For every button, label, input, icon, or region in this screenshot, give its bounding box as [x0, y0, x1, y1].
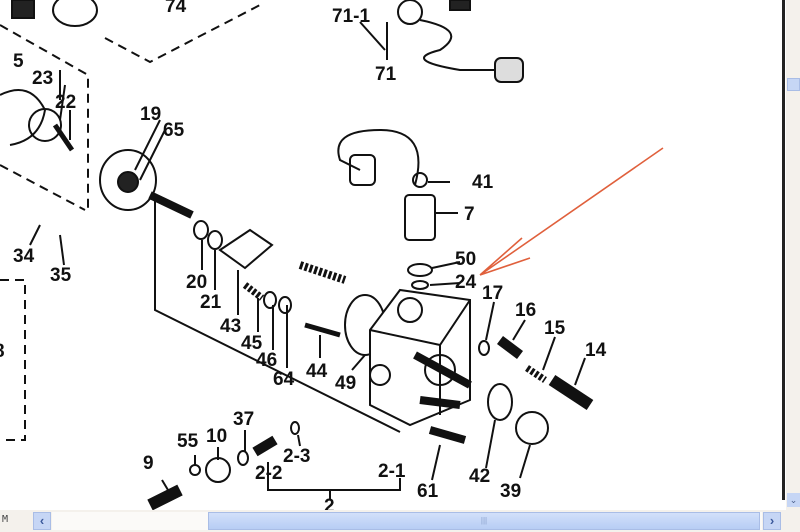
dashed-outline-top [104, 4, 261, 64]
frame-divider [782, 0, 785, 500]
parts-diagram-canvas: 74 71-1 71 5 23 22 19 65 41 7 50 24 17 1… [0, 0, 664, 517]
callout-42: 42 [469, 466, 490, 487]
horizontal-scrollbar-area: M ‹ ||| › [0, 510, 800, 532]
callout-35: 35 [50, 265, 72, 286]
callout-44: 44 [306, 361, 328, 382]
scroll-down-button[interactable]: ⌄ [787, 493, 800, 507]
callout-37: 37 [233, 409, 254, 430]
dashed-outline-left [0, 24, 89, 210]
callout-65: 65 [163, 120, 185, 141]
annotation-arrow [479, 147, 664, 276]
callout-71-1: 71-1 [332, 6, 370, 27]
callout-71: 71 [375, 64, 397, 85]
callout-50: 50 [455, 249, 476, 270]
callout-8: 8 [0, 341, 5, 362]
callout-24: 24 [455, 272, 477, 293]
callout-15: 15 [544, 318, 566, 339]
callout-19: 19 [140, 104, 161, 125]
callout-43: 43 [220, 316, 241, 337]
callout-64: 64 [273, 369, 295, 390]
callout-2-3: 2-3 [283, 446, 310, 467]
callout-49: 49 [335, 373, 356, 394]
callout-14: 14 [585, 340, 607, 361]
scroll-right-button[interactable]: › [763, 512, 781, 530]
scroll-left-button[interactable]: ‹ [33, 512, 51, 530]
callout-20: 20 [186, 272, 207, 293]
callout-61: 61 [417, 481, 439, 502]
callout-2-2: 2-2 [255, 463, 282, 484]
callout-55: 55 [177, 431, 199, 452]
callout-34: 34 [13, 246, 35, 267]
callout-labels: 74 71-1 71 5 23 22 19 65 41 7 50 24 17 1… [0, 0, 607, 517]
horizontal-scroll-track[interactable]: ||| [52, 512, 762, 530]
vertical-scroll-thumb[interactable] [787, 78, 800, 91]
callout-2: 2 [324, 496, 335, 510]
status-letter: M [2, 514, 9, 525]
callout-5: 5 [13, 51, 24, 72]
callout-22: 22 [55, 92, 76, 113]
callout-45: 45 [241, 333, 263, 354]
callout-23: 23 [32, 68, 53, 89]
horizontal-scroll-thumb[interactable]: ||| [208, 512, 760, 530]
callout-21: 21 [200, 292, 222, 313]
callout-74: 74 [165, 0, 187, 17]
callout-46: 46 [256, 350, 277, 371]
callout-2-1: 2-1 [378, 461, 406, 482]
callout-10: 10 [206, 426, 227, 447]
exploded-parts-diagram: 74 71-1 71 5 23 22 19 65 41 7 50 24 17 1… [0, 0, 664, 517]
callout-39: 39 [500, 481, 521, 502]
callout-17: 17 [482, 283, 503, 304]
callout-9: 9 [143, 453, 154, 474]
callout-16: 16 [515, 300, 536, 321]
callout-41: 41 [472, 172, 494, 193]
vertical-scrollbar[interactable]: ⌄ [786, 0, 800, 510]
callout-7: 7 [464, 204, 475, 225]
